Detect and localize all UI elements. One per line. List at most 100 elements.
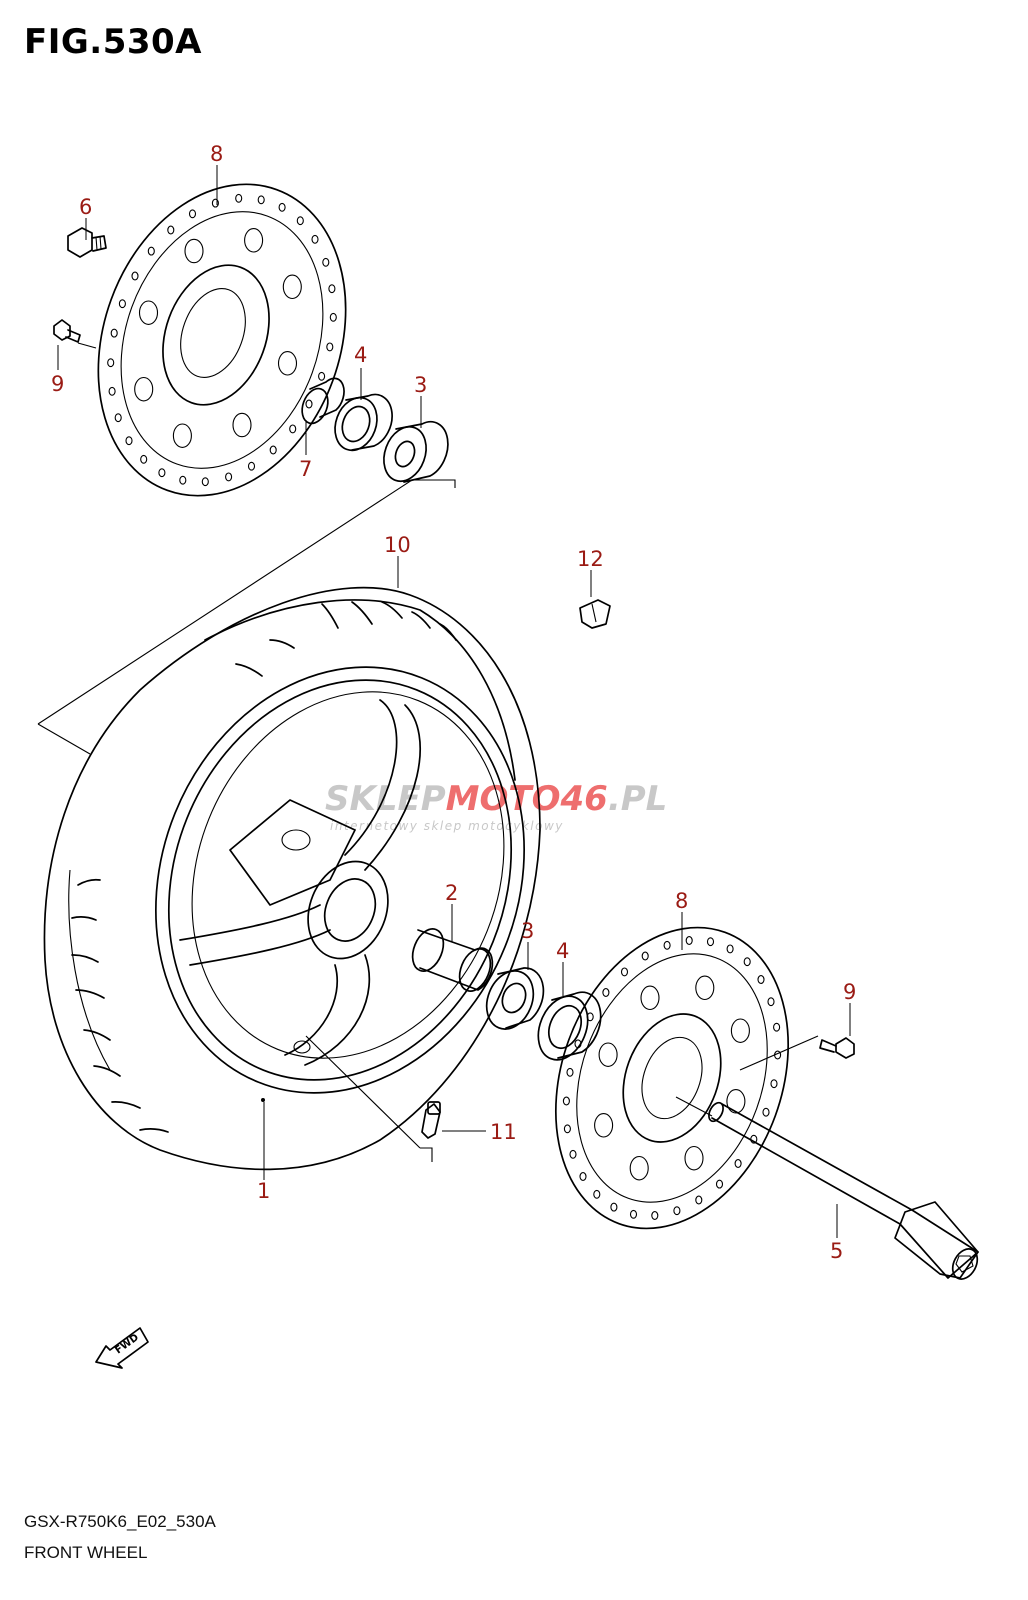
tread-groove — [77, 878, 101, 886]
disc-vent-hole — [326, 342, 334, 352]
disc-cutout — [594, 1113, 614, 1138]
disc-screw-upper — [53, 319, 81, 343]
bearing-lower — [485, 967, 545, 1030]
tread-groove — [71, 916, 97, 921]
disc-vent-hole — [118, 299, 126, 309]
disc-vent-hole — [767, 997, 775, 1007]
tread-groove — [351, 601, 373, 625]
disc-vent-hole — [328, 284, 336, 294]
disc-cutout — [598, 1042, 618, 1067]
tread-groove — [93, 1065, 121, 1077]
disc-vent-hole — [188, 209, 197, 219]
disc-vent-hole — [757, 975, 765, 984]
flange-bolt — [67, 227, 107, 258]
oil-seal-lower — [537, 991, 602, 1061]
disc-cutout — [730, 1018, 750, 1043]
disc-vent-hole — [235, 193, 243, 203]
spacer-upper — [301, 377, 345, 425]
disc-vent-hole — [140, 454, 148, 464]
tread-groove — [139, 1128, 169, 1133]
disc-cutout — [726, 1089, 746, 1114]
disc-vent-hole — [586, 1012, 594, 1022]
callout-4-upper-seal: 4 — [354, 343, 367, 367]
disc-cutout — [134, 376, 154, 402]
tire-valve — [421, 1101, 441, 1139]
disc-vent-hole — [562, 1096, 570, 1106]
disc-vent-hole — [734, 1159, 742, 1168]
figure-caption: FRONT WHEEL — [24, 1543, 148, 1562]
disc-vent-hole — [663, 940, 671, 950]
disc-vent-hole — [311, 234, 319, 244]
tread-groove — [235, 663, 263, 677]
callout-5-axle: 5 — [830, 1239, 843, 1263]
disc-vent-hole — [289, 424, 297, 434]
balance-weight — [579, 599, 611, 629]
disc-vent-hole — [247, 461, 256, 471]
callouts: 8 6 9 4 3 7 10 12 2 3 4 8 9 11 1 5 — [51, 142, 856, 1263]
disc-vent-hole — [107, 358, 115, 368]
disc-vent-hole — [762, 1107, 770, 1117]
spacer-lower — [411, 928, 494, 992]
disc-cutout — [629, 1155, 649, 1181]
disc-cutout — [232, 412, 252, 438]
disc-vent-hole — [322, 257, 330, 267]
disc-vent-hole — [225, 472, 233, 482]
brake-disc-lower — [554, 926, 790, 1230]
callout-6-flange-bolt: 6 — [79, 195, 92, 219]
fwd-arrow-label: FWD — [113, 1332, 141, 1356]
disc-vent-hole — [651, 1211, 659, 1220]
disc-vent-hole — [673, 1206, 681, 1216]
disc-vent-hole — [296, 216, 304, 226]
callout-8-lower-disc: 8 — [675, 889, 688, 913]
disc-vent-hole — [305, 399, 313, 409]
disc-vent-hole — [201, 477, 209, 487]
front-axle — [675, 1096, 979, 1280]
disc-vent-hole — [695, 1195, 703, 1205]
callout-10-tire: 10 — [384, 533, 411, 557]
disc-vent-hole — [629, 1209, 638, 1219]
disc-vent-hole — [706, 937, 715, 947]
watermark-brand-suffix: .PL — [608, 779, 668, 819]
tread-groove — [381, 601, 403, 619]
disc-cutout — [244, 228, 264, 253]
tread-groove — [83, 1029, 111, 1041]
model-code: GSX-R750K6_E02_530A — [24, 1512, 216, 1531]
disc-vent-hole — [147, 246, 155, 256]
callout-3-lower-bearing: 3 — [521, 919, 534, 943]
tread-groove — [111, 1101, 141, 1109]
disc-vent-hole — [167, 225, 175, 235]
callout-8-upper-disc: 8 — [210, 142, 223, 166]
tread-groove — [71, 954, 99, 963]
disc-vent-hole — [726, 944, 734, 954]
callout-3-upper-bearing: 3 — [414, 373, 427, 397]
disc-vent-hole — [685, 936, 693, 945]
callout-11-valve: 11 — [490, 1120, 517, 1144]
disc-vent-hole — [329, 312, 337, 322]
front-wheel-rim — [155, 666, 525, 1102]
disc-screw-lower — [819, 1037, 855, 1059]
figure-title: FIG.530A — [24, 22, 202, 62]
disc-cutout — [684, 1145, 704, 1171]
disc-vent-hole — [563, 1124, 571, 1134]
disc-vent-hole — [773, 1022, 781, 1032]
front-tire — [43, 586, 541, 1171]
disc-vent-hole — [574, 1039, 582, 1049]
disc-vent-hole — [715, 1179, 724, 1189]
watermark-brand-number: 46 — [560, 779, 608, 819]
disc-vent-hole — [610, 1202, 618, 1212]
disc-vent-hole — [579, 1172, 587, 1181]
disc-vent-hole — [602, 988, 610, 997]
leader-lines — [57, 165, 851, 1238]
disc-cutout — [695, 975, 715, 1001]
callout-2-lower-spacer: 2 — [445, 881, 458, 905]
disc-cutout — [640, 985, 660, 1011]
tread-groove — [411, 611, 431, 629]
disc-cutout — [172, 423, 192, 448]
callout-9-upper-screw: 9 — [51, 372, 64, 396]
watermark-brand-middle: MOTO — [446, 779, 561, 819]
disc-vent-hole — [158, 468, 166, 478]
disc-vent-hole — [620, 967, 629, 977]
disc-cutout — [277, 351, 298, 376]
disc-vent-hole — [131, 271, 139, 281]
